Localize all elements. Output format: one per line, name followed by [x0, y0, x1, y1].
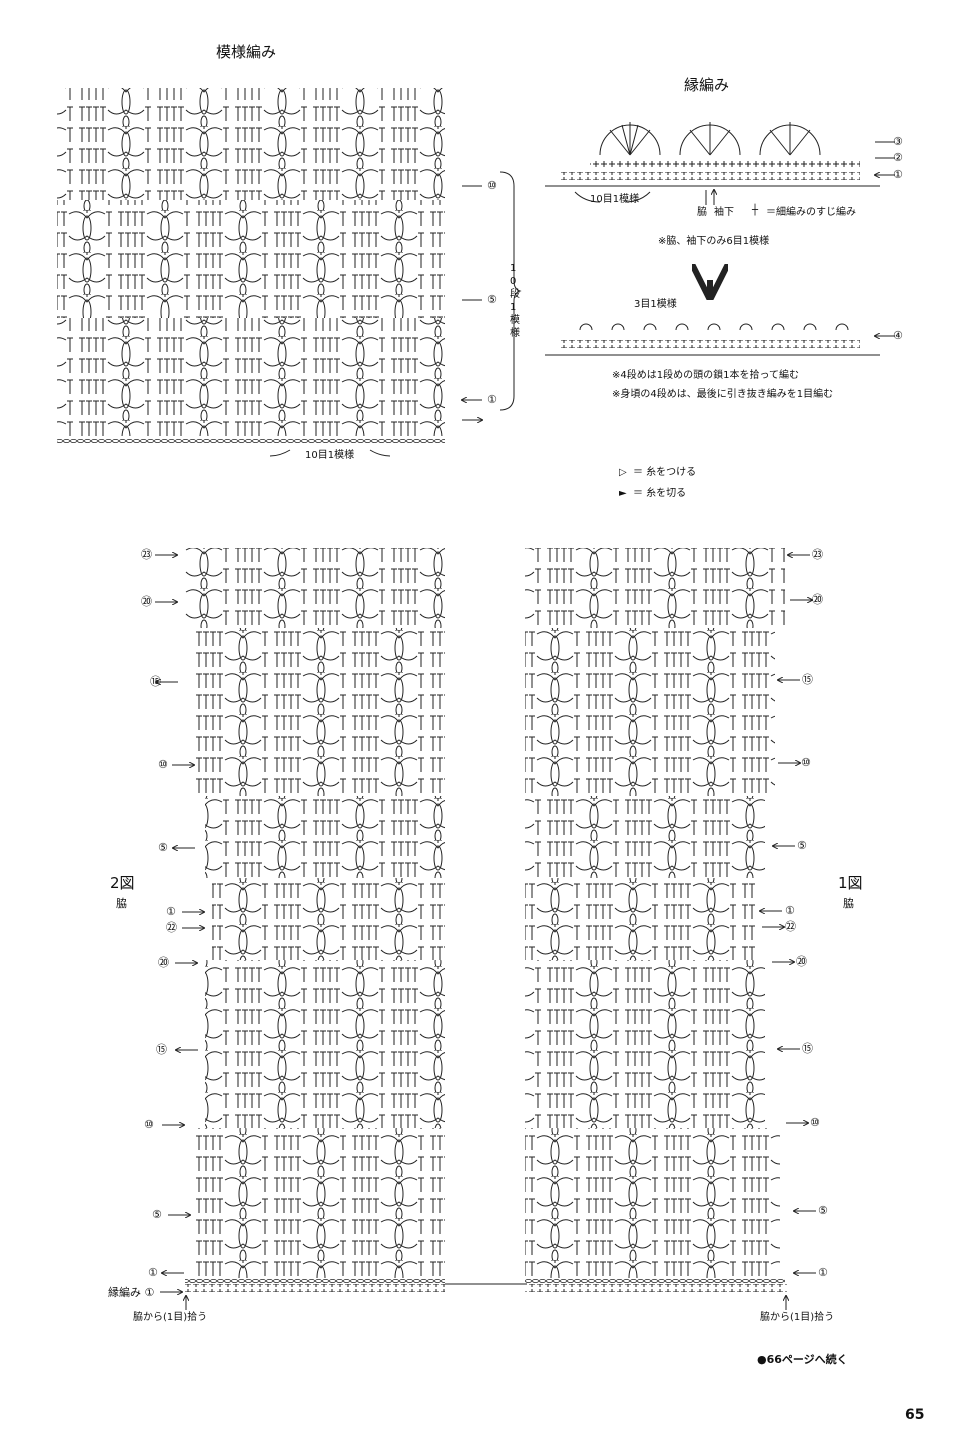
- figure1-subtitle: 脇: [843, 897, 854, 910]
- row-marker: ㉓: [141, 548, 152, 561]
- pattern-repeat-label: 10目1模様: [305, 450, 355, 461]
- row-marker: ⑳: [812, 593, 823, 606]
- row-repeat-label: 10段1模様: [510, 263, 520, 339]
- figure2-subtitle: 脇: [116, 897, 127, 910]
- row-marker: ㉒: [785, 920, 796, 933]
- row-marker-1: ①: [487, 393, 497, 406]
- row-marker-10: ⑩: [487, 179, 497, 192]
- cut-yarn-text: ＝ 糸を切る: [633, 488, 687, 499]
- row-marker: ⑤: [152, 1208, 162, 1221]
- continued-note: ●66ページへ続く: [757, 1353, 848, 1366]
- edging-repeat-label: 10目1模様: [590, 194, 640, 205]
- row-marker: ⑩: [810, 1116, 820, 1129]
- edging-chart: [545, 122, 895, 356]
- row-marker: ㉒: [166, 921, 177, 934]
- row-marker: ⑩: [158, 758, 168, 771]
- row-marker: ①: [818, 1266, 828, 1279]
- row-marker: ⑳: [796, 955, 807, 968]
- edging-note-2: ※4段めは1段めの頭の鎖1本を拾って編む: [612, 370, 799, 381]
- edging-row-1: ①: [893, 168, 903, 181]
- legend-symbol: ┼: [752, 205, 759, 216]
- edging-repeat-label-2: 3目1模様: [634, 299, 677, 310]
- row-marker: ⑤: [158, 841, 168, 854]
- side-label: 脇: [697, 207, 707, 218]
- edging-note-3: ※身頃の4段めは、最後に引き抜き編みを1目編む: [612, 389, 834, 400]
- row-marker: ①: [148, 1266, 158, 1279]
- figure1-title: 1図: [838, 874, 863, 892]
- cut-yarn-symbol: ►: [619, 488, 627, 499]
- row-marker: ㉓: [812, 548, 823, 561]
- join-yarn-symbol: ▷: [619, 467, 627, 478]
- row-marker: ⑮: [156, 1043, 167, 1056]
- figure2-chart: [155, 548, 527, 1310]
- page-number: 65: [905, 1407, 925, 1423]
- row-marker-5: ⑤: [487, 293, 497, 306]
- row-marker: ⑳: [141, 595, 152, 608]
- figure1-pickup-label: 脇から(1目)拾う: [760, 1312, 835, 1323]
- row-marker: ①: [785, 904, 795, 917]
- row-marker: ⑩: [144, 1118, 154, 1131]
- figure2-pickup-label: 脇から(1目)拾う: [133, 1312, 208, 1323]
- edging-row-2: ②: [893, 151, 903, 164]
- pattern-stitch-chart: [57, 88, 522, 457]
- sleeve-label: 袖下: [714, 207, 734, 218]
- edging-row-label: 縁編み ①: [108, 1286, 155, 1299]
- pattern-chart-title: 模様編み: [216, 43, 277, 61]
- figure2-title: 2図: [110, 874, 135, 892]
- edging-row-4: ④: [893, 329, 903, 342]
- row-marker: ①: [166, 905, 176, 918]
- figure1-chart: [525, 548, 816, 1310]
- row-marker: ⑳: [158, 956, 169, 969]
- row-marker: ⑮: [802, 673, 813, 686]
- row-marker: ⑤: [818, 1204, 828, 1217]
- row-marker: ⑩: [801, 756, 811, 769]
- row-marker: ⑮: [802, 1042, 813, 1055]
- row-marker: ⑤: [797, 839, 807, 852]
- edging-row-3: ③: [893, 135, 903, 148]
- edging-note-1: ※脇、袖下のみ6目1模様: [658, 236, 770, 247]
- row-marker: ⑮: [150, 675, 161, 688]
- edging-chart-title: 縁編み: [684, 76, 730, 94]
- legend-text: ＝細編みのすじ編み: [766, 207, 856, 218]
- join-yarn-text: ＝ 糸をつける: [633, 467, 697, 478]
